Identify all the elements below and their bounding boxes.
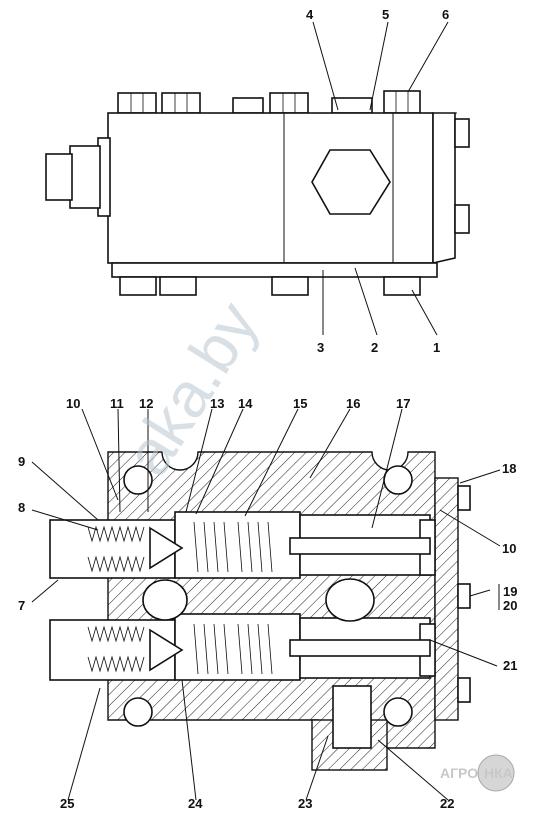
label-9: 9 xyxy=(18,454,25,469)
top-view xyxy=(45,90,470,296)
leader-lines xyxy=(31,21,501,801)
label-25: 25 xyxy=(60,796,74,811)
label-8: 8 xyxy=(18,500,25,515)
label-6: 6 xyxy=(442,7,449,22)
hex-plug xyxy=(311,149,391,215)
label-10-right: 10 xyxy=(502,541,516,556)
label-17: 17 xyxy=(396,396,410,411)
label-22: 22 xyxy=(440,796,454,811)
part-labels: 4 5 6 3 2 1 10 11 12 13 14 15 16 17 9 8 … xyxy=(18,7,517,811)
label-18: 18 xyxy=(502,461,516,476)
label-16: 16 xyxy=(346,396,360,411)
label-15: 15 xyxy=(293,396,307,411)
label-7: 7 xyxy=(18,598,25,613)
section-view xyxy=(49,451,471,771)
label-11: 11 xyxy=(110,396,124,411)
label-20: 20 xyxy=(503,598,517,613)
label-24: 24 xyxy=(188,796,203,811)
label-12: 12 xyxy=(139,396,153,411)
label-14: 14 xyxy=(238,396,253,411)
label-1: 1 xyxy=(433,340,440,355)
logo-right: НКА xyxy=(484,765,513,781)
label-10-top: 10 xyxy=(66,396,80,411)
label-5: 5 xyxy=(382,7,389,22)
springs xyxy=(87,521,273,675)
label-21: 21 xyxy=(503,658,517,673)
top-nuts xyxy=(117,90,421,114)
label-23: 23 xyxy=(298,796,312,811)
label-19: 19 xyxy=(503,584,517,599)
label-4: 4 xyxy=(306,7,314,22)
label-2: 2 xyxy=(371,340,378,355)
label-13: 13 xyxy=(210,396,224,411)
agronka-logo: АГРО НКА xyxy=(440,754,515,792)
label-3: 3 xyxy=(317,340,324,355)
logo-left: АГРО xyxy=(440,765,478,781)
